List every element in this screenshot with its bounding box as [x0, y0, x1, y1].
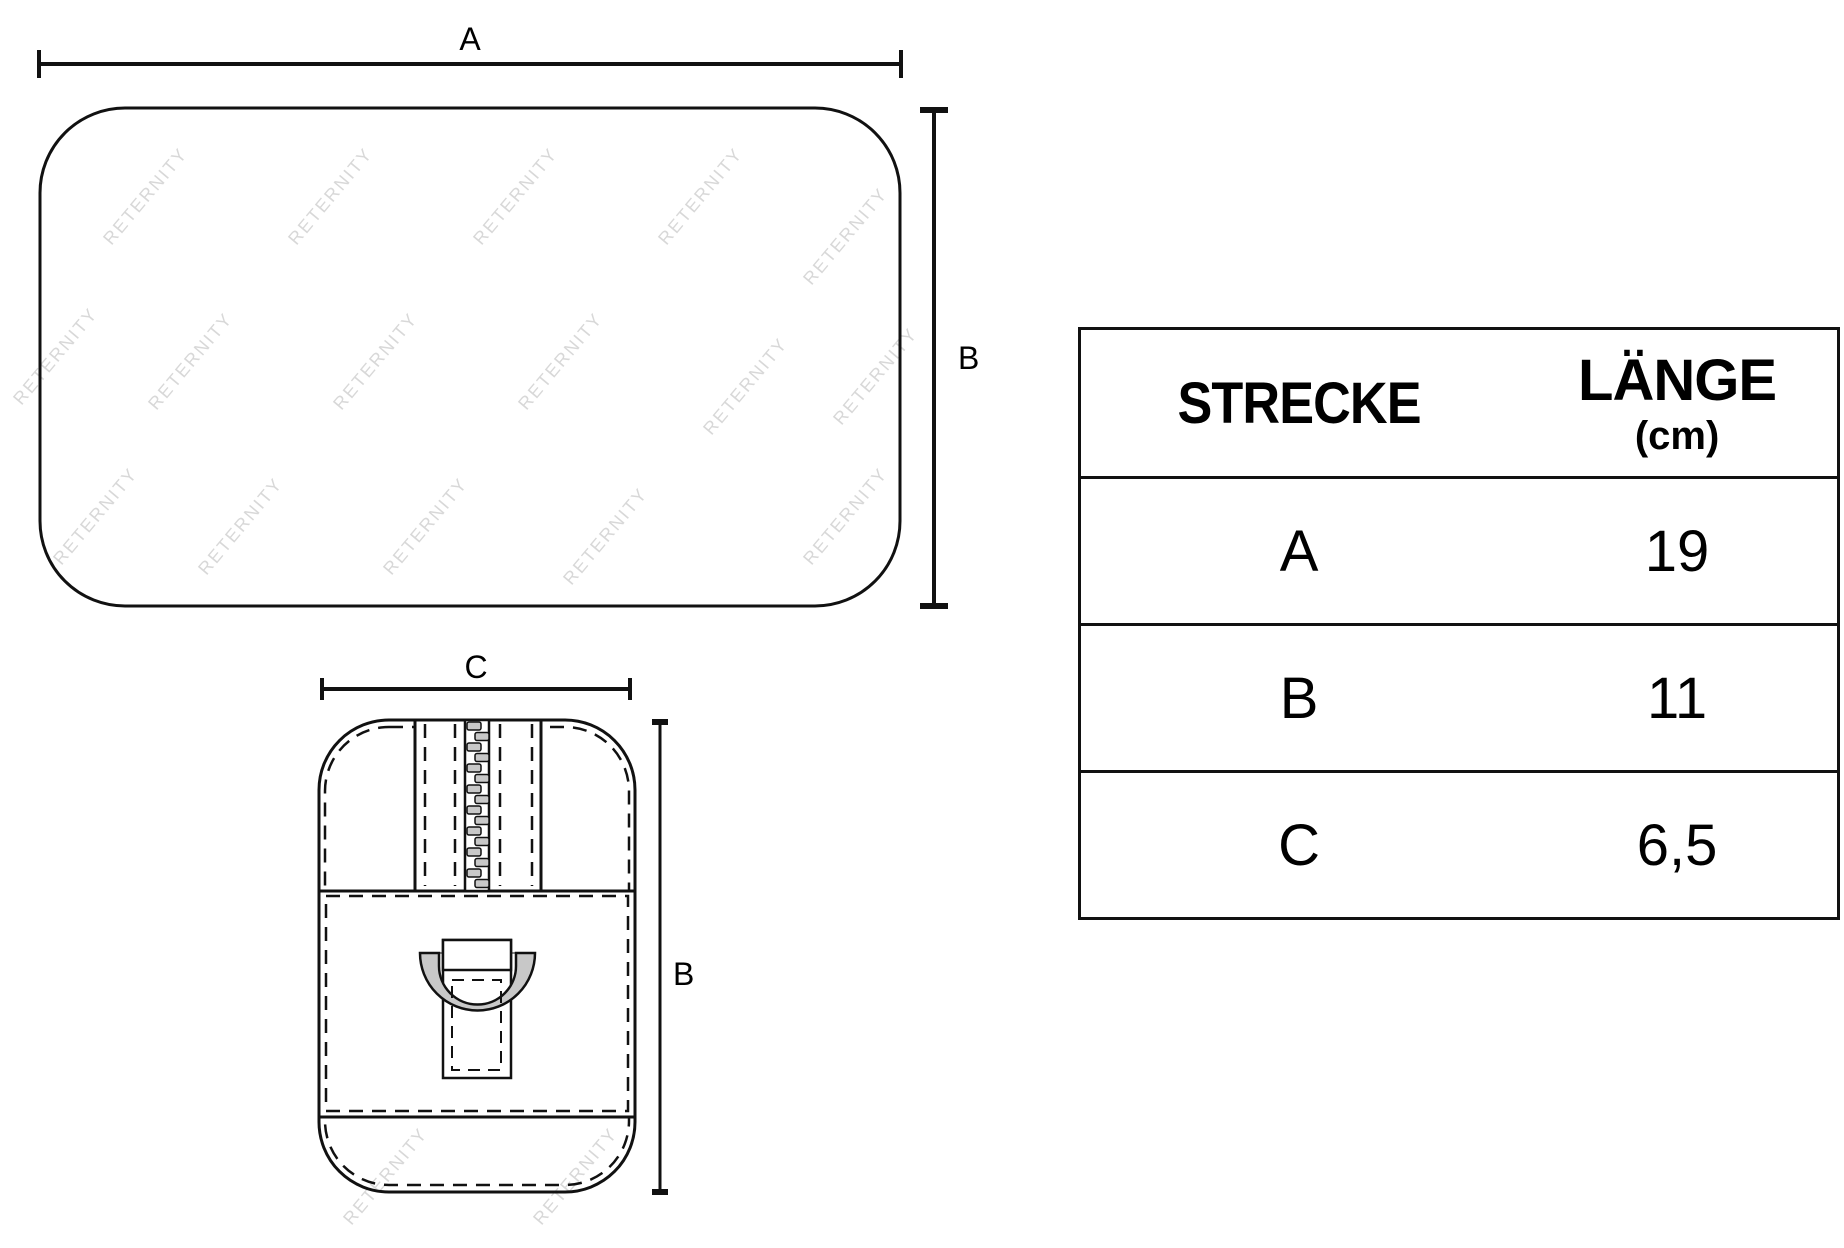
watermark-text: RETERNITY [654, 144, 746, 249]
zipper-tooth [474, 794, 490, 805]
watermark-text: RETERNITY [339, 1124, 431, 1229]
dimension-b-top-label: B [958, 340, 979, 376]
zipper-tooth [466, 826, 482, 836]
dimension-c [320, 678, 632, 700]
zipper-tooth [466, 847, 482, 857]
watermark-text: RETERNITY [99, 144, 191, 249]
dimension-table: STRECKE LÄNGE (cm) A 19 B 11 C 6,5 [1078, 327, 1840, 920]
segment-cell: C [1079, 770, 1518, 919]
header-segment: STRECKE [1177, 370, 1421, 436]
zipper-tooth [466, 784, 482, 794]
zipper-tooth [474, 878, 490, 889]
dimension-a-label: A [459, 21, 481, 57]
watermark-text: RETERNITY [469, 144, 561, 249]
watermark-text: RETERNITY [9, 304, 101, 409]
watermark-text: RETERNITY [329, 309, 421, 414]
length-cell: 6,5 [1517, 770, 1839, 919]
zipper-tooth [466, 742, 482, 752]
watermark-text: RETERNITY [144, 309, 236, 414]
bag-top-view [38, 106, 902, 608]
watermark-text: RETERNITY [699, 334, 791, 439]
dimension-b-bottom [652, 719, 668, 1195]
length-cell: 19 [1517, 476, 1839, 625]
watermark-text: RETERNITY [284, 144, 376, 249]
table-row: C 6,5 [1079, 770, 1839, 919]
watermark-text: RETERNITY [49, 464, 141, 569]
watermark-text: RETERNITY [799, 184, 891, 289]
table-row: B 11 [1079, 623, 1839, 772]
d-ring-loop [418, 938, 537, 1080]
zipper-tooth [466, 721, 482, 731]
zipper-tooth [474, 836, 490, 847]
watermark-text: RETERNITY [379, 474, 471, 579]
watermark-text: RETERNITY [514, 309, 606, 414]
zipper-tooth [466, 805, 482, 815]
watermark-text: RETERNITY [194, 474, 286, 579]
table-header: STRECKE LÄNGE (cm) [1080, 329, 1839, 478]
watermark-text: RETERNITY [799, 464, 891, 569]
segment-cell: B [1079, 623, 1518, 772]
zipper-tooth [474, 752, 490, 763]
header-length-unit: (cm) [1634, 414, 1720, 458]
zipper-tooth [474, 857, 490, 868]
dimension-a [37, 50, 903, 78]
zipper [413, 718, 543, 893]
watermark-text: RETERNITY [829, 324, 921, 429]
bag-side-view [317, 718, 637, 1194]
zipper-tooth [474, 773, 490, 784]
zipper-tooth [466, 868, 482, 878]
segment-cell: A [1079, 476, 1518, 625]
length-cell: 11 [1517, 623, 1839, 772]
zipper-tooth [474, 731, 490, 742]
header-length: LÄNGE [1578, 348, 1777, 413]
dimension-b-top [920, 107, 948, 609]
zipper-tooth [474, 815, 490, 826]
dimension-b-bottom-label: B [673, 956, 694, 992]
zipper-tooth [466, 763, 482, 773]
dimension-c-label: C [464, 649, 487, 685]
watermark-text: RETERNITY [559, 484, 651, 589]
table-row: A 19 [1079, 476, 1839, 625]
